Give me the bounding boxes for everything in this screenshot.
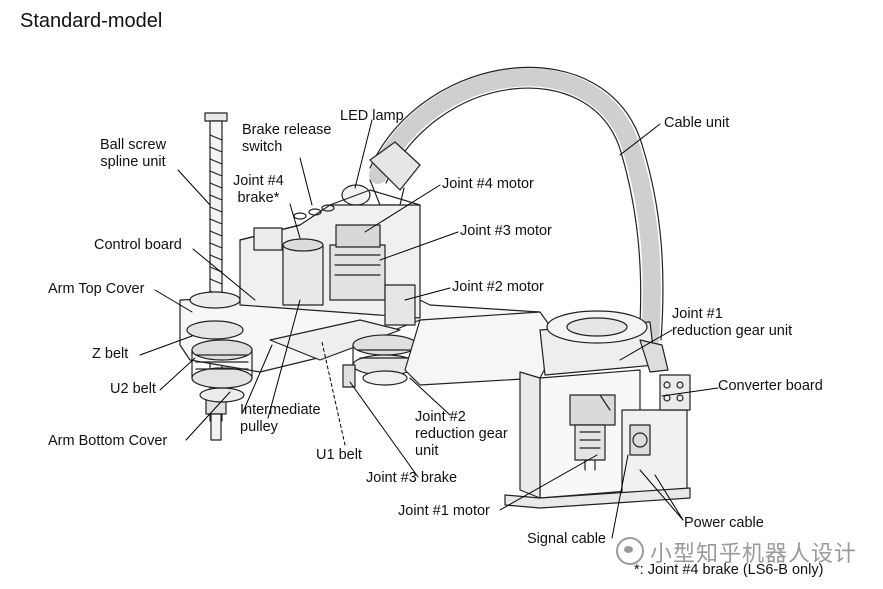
watermark-text: 小型知乎机器人设计 bbox=[650, 541, 858, 566]
label-joint4-motor: Joint #4 motor bbox=[442, 176, 534, 192]
label-joint1-reduction: Joint #1 reduction gear unit bbox=[672, 306, 793, 339]
lower-arm-link bbox=[404, 311, 561, 386]
label-converter-board: Converter board bbox=[718, 378, 823, 394]
leader-lines bbox=[139, 119, 719, 539]
watermark: 小型知乎机器人设计 bbox=[616, 536, 857, 568]
label-arm-bottom-cover: Arm Bottom Cover bbox=[48, 433, 168, 449]
joint2-reduction-gear bbox=[269, 319, 418, 388]
label-z-belt: Z belt bbox=[92, 346, 129, 362]
label-u1-belt: U1 belt bbox=[316, 447, 362, 463]
label-signal-cable: Signal cable bbox=[527, 531, 606, 547]
label-joint1-motor: Joint #1 motor bbox=[398, 503, 490, 519]
label-control-board: Control board bbox=[94, 237, 182, 253]
base-joint1 bbox=[504, 310, 691, 509]
belt-pulleys bbox=[186, 291, 253, 403]
label-joint3-brake: Joint #3 brake bbox=[366, 470, 458, 486]
label-power-cable: Power cable bbox=[684, 515, 764, 531]
diagram-title: Standard-model bbox=[20, 10, 163, 32]
label-intermediate-pulley: Intermediate pulley bbox=[240, 402, 321, 435]
label-u2-belt: U2 belt bbox=[110, 381, 156, 397]
label-joint2-motor: Joint #2 motor bbox=[452, 279, 544, 295]
label-led-lamp: LED lamp bbox=[340, 108, 404, 124]
label-cable-unit: Cable unit bbox=[664, 115, 730, 131]
label-joint3-motor: Joint #3 motor bbox=[460, 223, 552, 239]
label-ball-screw: Ball screw spline unit bbox=[100, 137, 167, 170]
label-brake-release: Brake release switch bbox=[242, 122, 332, 155]
watermark-logo-icon bbox=[616, 537, 644, 565]
label-arm-top-cover: Arm Top Cover bbox=[48, 281, 145, 297]
cable-unit-arc bbox=[369, 66, 664, 349]
label-joint2-reduction: Joint #2 reduction gear unit bbox=[415, 409, 508, 459]
label-joint4-brake: Joint #4 brake* bbox=[233, 173, 284, 206]
footnote: *: Joint #4 brake (LS6-B only) bbox=[634, 562, 824, 578]
